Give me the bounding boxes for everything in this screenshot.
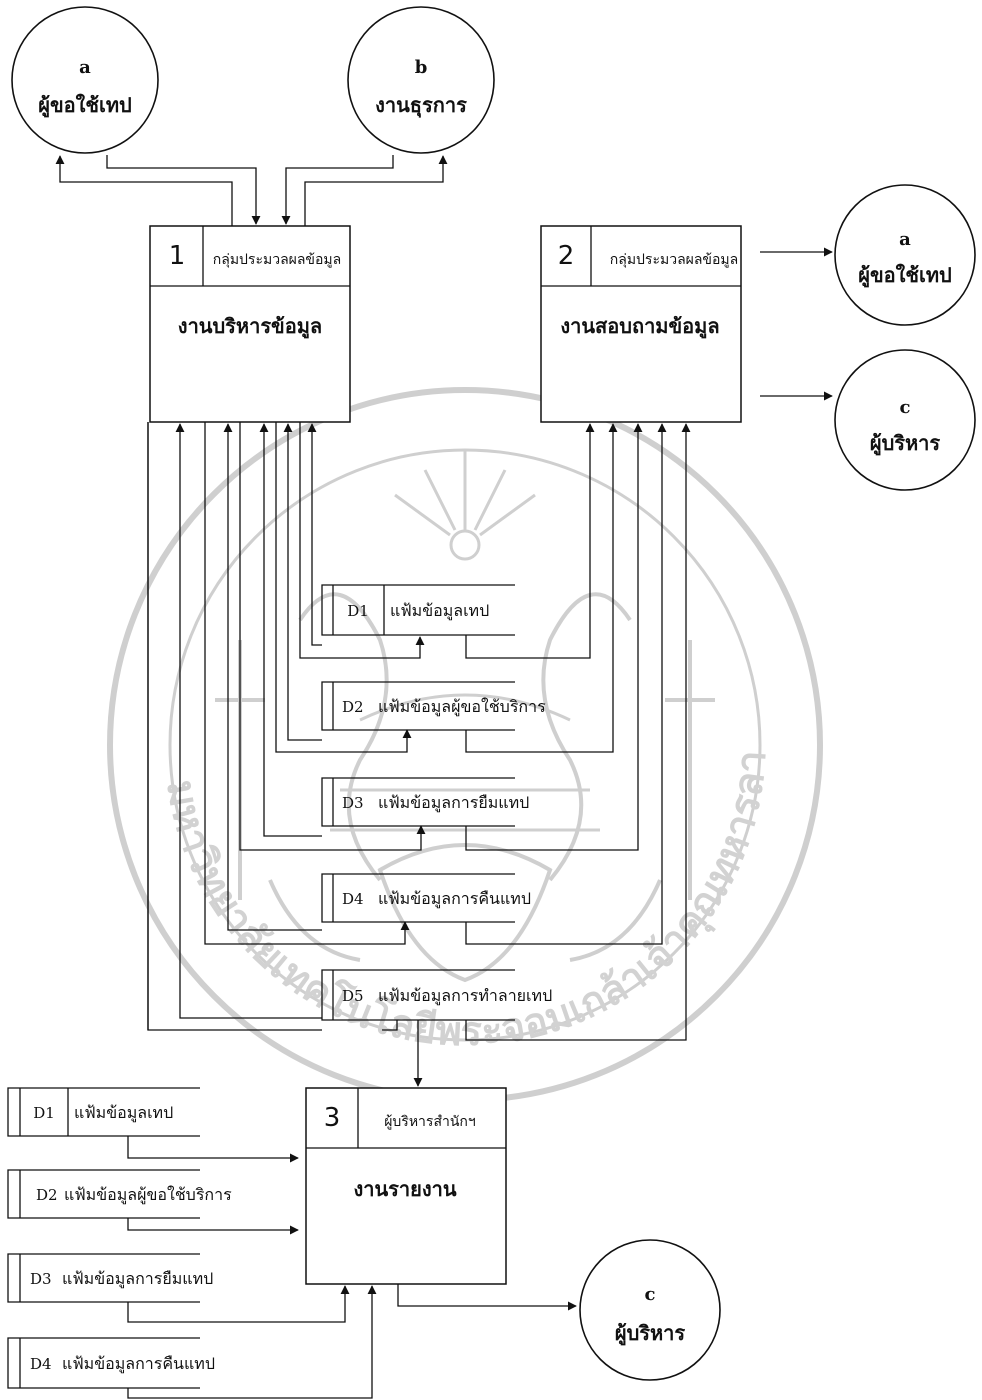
- datastore-id: D4: [342, 890, 364, 908]
- entity-name: ผู้บริหาร: [615, 1321, 686, 1347]
- flows-right: [760, 247, 833, 401]
- datastore-name: แฟ้มข้อมูลเทป: [74, 1103, 173, 1123]
- flows-datastores-to-p2: [465, 423, 691, 1041]
- entity-a-right: a ผู้ขอใช้เทป: [834, 184, 976, 326]
- flow-d5-to-p1: [175, 423, 322, 1019]
- datastore-name: แฟ้มข้อมูลผู้ขอใช้บริการ: [378, 697, 546, 717]
- datastore-id: D2: [36, 1186, 58, 1204]
- left-datastore-d2: D2 แฟ้มข้อมูลผู้ขอใช้บริการ: [7, 1169, 232, 1219]
- datastore-name: แฟ้มข้อมูลการคืนแทป: [62, 1354, 215, 1374]
- entity-id: b: [415, 57, 428, 78]
- entity-name: ผู้ขอใช้เทป: [858, 263, 951, 289]
- process-number: 3: [324, 1103, 341, 1133]
- datastore-name: แฟ้มข้อมูลเทป: [390, 601, 489, 621]
- flow-d1-to-p1: [307, 423, 322, 646]
- entity-id: a: [79, 57, 91, 78]
- flow-d4-to-p2: [465, 423, 667, 945]
- entity-c-right: c ผู้บริหาร: [834, 349, 976, 491]
- entity-circle: [579, 1239, 721, 1381]
- flow-left-d4-to-p3: [127, 1285, 377, 1399]
- datastore-id: D1: [347, 602, 369, 620]
- flow-d3-to-p1: [259, 423, 322, 837]
- datastore-name: แฟ้มข้อมูลผู้ขอใช้บริการ: [64, 1185, 232, 1205]
- flows-top: [55, 155, 448, 226]
- entity-b: b งานธุรการ: [347, 6, 495, 154]
- process-2: 2 กลุ่มประมวลผลข้อมูล งานสอบถามข้อมูล: [540, 225, 742, 423]
- datastore-outline: [321, 681, 515, 731]
- entity-id: c: [645, 1284, 656, 1305]
- process-actor: ผู้บริหารสำนักฯ: [384, 1114, 476, 1130]
- flows-p3: [127, 1020, 577, 1399]
- flows-datastores-to-p1: [147, 422, 426, 1031]
- process-3: 3 ผู้บริหารสำนักฯ งานรายงาน: [305, 1087, 507, 1285]
- flow-p1-to-d4: [204, 422, 410, 945]
- datastore-id: D3: [30, 1270, 52, 1288]
- datastore-name: แฟ้มข้อมูลการยืมแทป: [62, 1269, 213, 1289]
- process-number: 1: [169, 241, 186, 271]
- flow-d5-to-p2: [465, 423, 691, 1041]
- flow-p3-to-entity-c: [397, 1284, 577, 1311]
- flow-d3-to-p2: [465, 423, 643, 851]
- flow-left-d1-to-p3: [127, 1136, 299, 1163]
- flow-d2-to-p2: [465, 423, 618, 753]
- process-name: งานสอบถามข้อมูล: [560, 314, 719, 340]
- flow-left-d3-to-p3: [127, 1285, 350, 1323]
- datastore-name: แฟ้มข้อมูลการทำลายเทป: [378, 986, 552, 1006]
- entity-circle: [11, 6, 159, 154]
- datastore-d2: D2 แฟ้มข้อมูลผู้ขอใช้บริการ: [321, 681, 546, 731]
- flow-entity-b-to-p1: [281, 155, 394, 225]
- flow-p1-to-entity-b: [304, 155, 448, 226]
- flow-d5-tick: [382, 1020, 398, 1031]
- entity-id: c: [900, 397, 911, 418]
- datastore-id: D5: [342, 987, 364, 1005]
- process-name: งานบริหารข้อมูล: [178, 314, 322, 340]
- process-box: [305, 1087, 507, 1285]
- flow-p1-to-d2: [275, 422, 412, 753]
- datastore-outline: [7, 1337, 200, 1389]
- entity-circle: [834, 349, 976, 491]
- datastore-outline: [7, 1169, 200, 1219]
- process-name: งานรายงาน: [353, 1177, 456, 1201]
- flow-left-d2-to-p3: [127, 1218, 299, 1235]
- datastore-outline: [7, 1253, 200, 1303]
- entity-name: ผู้ขอใช้เทป: [38, 93, 131, 119]
- process-1: 1 กลุ่มประมวลผลข้อมูล งานบริหารข้อมูล: [149, 225, 351, 423]
- datastore-id: D3: [342, 794, 364, 812]
- left-datastore-d4: D4 แฟ้มข้อมูลการคืนแทป: [7, 1337, 215, 1389]
- entity-c-bottom: c ผู้บริหาร: [579, 1239, 721, 1381]
- flow-p1-to-d1: [299, 422, 425, 659]
- entity-circle: [347, 6, 495, 154]
- datastore-outline: [7, 1087, 200, 1137]
- flow-entity-a-to-p1: [106, 155, 261, 225]
- datastore-name: แฟ้มข้อมูลการคืนแทป: [378, 889, 531, 909]
- entity-name: ผู้บริหาร: [870, 431, 941, 457]
- datastore-id: D4: [30, 1355, 52, 1373]
- entity-circle: [834, 184, 976, 326]
- datastore-d4: D4 แฟ้มข้อมูลการคืนแทป: [321, 873, 531, 923]
- process-actor: กลุ่มประมวลผลข้อมูล: [213, 252, 341, 268]
- flow-p1-to-entity-a: [55, 155, 233, 226]
- entity-name: งานธุรการ: [375, 93, 467, 118]
- datastore-d1: D1 แฟ้มข้อมูลเทป: [321, 584, 515, 636]
- entity-id: a: [899, 229, 911, 250]
- flow-p1-to-d3: [239, 422, 426, 851]
- process-box: [149, 225, 351, 423]
- datastore-name: แฟ้มข้อมูลการยืมแทป: [378, 793, 529, 813]
- datastore-d3: D3 แฟ้มข้อมูลการยืมแทป: [321, 777, 529, 827]
- datastore-outline: [321, 873, 515, 923]
- flow-d2-to-p1: [283, 423, 322, 741]
- datastore-id: D1: [33, 1104, 55, 1122]
- process-box: [540, 225, 742, 423]
- datastore-outline: [321, 584, 515, 636]
- flow-d1-to-p2: [465, 423, 595, 659]
- process-actor: กลุ่มประมวลผลข้อมูล: [610, 252, 738, 268]
- process-number: 2: [558, 241, 575, 271]
- datastore-id: D2: [342, 698, 364, 716]
- flow-d4-to-p1: [223, 423, 322, 931]
- entity-a-top: a ผู้ขอใช้เทป: [11, 6, 159, 154]
- left-datastore-d1: D1 แฟ้มข้อมูลเทป: [7, 1087, 200, 1137]
- left-datastore-d3: D3 แฟ้มข้อมูลการยืมแทป: [7, 1253, 213, 1303]
